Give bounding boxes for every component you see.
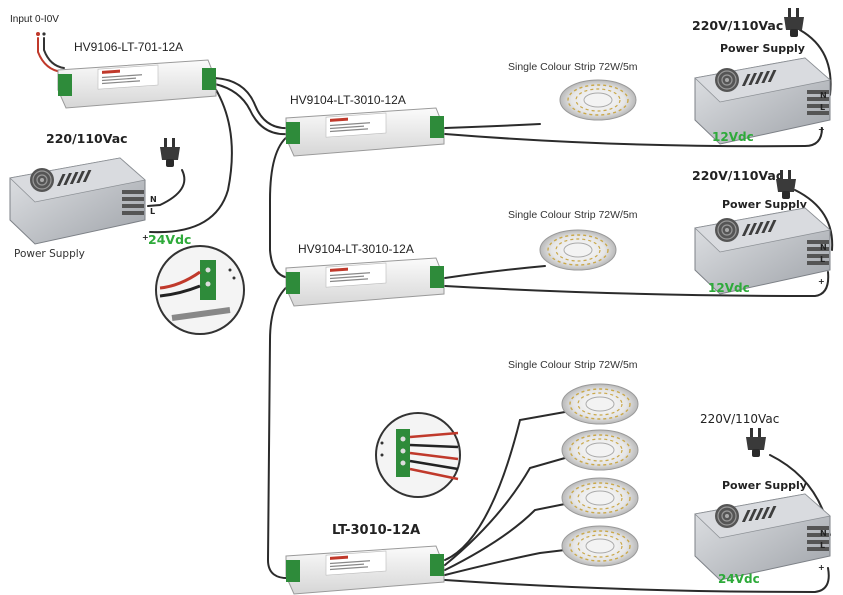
controller-701 [57,59,217,109]
mains-label-2: 220V/110Vac [692,168,783,183]
vdc-label-left: 24Vdc [148,232,191,247]
decoder-3-label: LT-3010-12A [332,523,420,538]
wires [37,29,834,594]
plug-icon [784,8,804,37]
terminal-plus-label: + [818,563,825,572]
psu-label-left: Power Supply [14,248,85,260]
decoder-2 [285,257,445,307]
decoder-1 [285,107,445,157]
terminal-plus-label: + [142,233,149,242]
decoder-3 [285,545,445,595]
led-strip-reel-icon [561,383,639,425]
input-label: Input 0-I0V [10,14,59,25]
psu-terminals-1: N L + [818,91,827,134]
terminal-zoom-icon [375,412,461,498]
input-terminal-positive [36,32,40,36]
led-strip-reel-icon [561,429,639,471]
decoder-2-label: HV9104-LT-3010-12A [298,242,414,256]
plug-icon [746,428,766,457]
terminal-plus-label: + [818,277,825,286]
psu-terminals-3: N L + [818,529,827,572]
plug-icon [160,138,180,167]
psu-terminals-2: N L + [818,243,827,286]
terminal-n-label: N [820,91,827,100]
power-supply-3 [694,493,831,581]
terminal-plus-label: + [818,125,825,134]
led-strip-reel-icon [561,525,639,567]
vdc-label-1: 12Vdc [712,130,754,144]
vdc-label-2: 12Vdc [708,281,750,295]
led-strip-reel-icon [559,79,637,121]
strip-2-label: Single Colour Strip 72W/5m [508,209,638,221]
strip-3-label: Single Colour Strip 72W/5m [508,359,638,371]
vdc-label-3: 24Vdc [718,572,760,586]
terminal-l-label: L [820,541,825,550]
terminal-l-label: L [820,255,825,264]
terminal-n-label: N [820,243,827,252]
power-supply-left [9,157,146,245]
mains-label-1: 220V/110Vac [692,18,783,33]
terminal-n-label: N [150,195,157,204]
led-strip-reel-icon [539,229,617,271]
mains-label-3: 220V/110Vac [700,412,779,426]
terminal-l-label: L [820,103,825,112]
strip-1-label: Single Colour Strip 72W/5m [508,61,638,73]
led-strip-reel-icon [561,477,639,519]
psu-label-1: Power Supply [720,42,805,55]
terminal-n-label: N [820,529,827,538]
psu-label-2: Power Supply [722,198,807,211]
decoder-1-label: HV9104-LT-3010-12A [290,93,406,107]
psu-terminals-left: N L + [142,195,157,242]
mains-label-left: 220/110Vac [46,131,128,146]
input-terminal-negative [42,32,46,36]
psu-label-3: Power Supply [722,479,807,492]
terminal-l-label: L [150,207,155,216]
controller-701-label: HV9106-LT-701-12A [74,40,183,54]
terminal-zoom-icon [155,245,245,335]
